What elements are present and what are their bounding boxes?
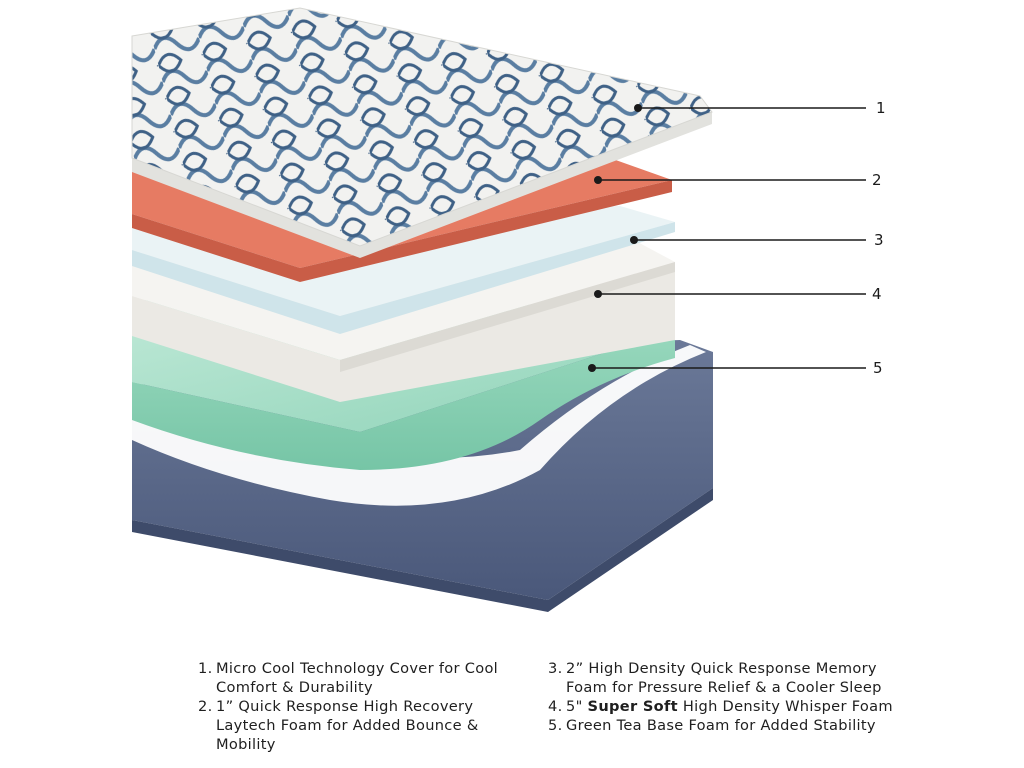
legend-left-column: 1. Micro Cool Technology Cover for Cool …	[198, 659, 528, 754]
callout-number-1: 1	[876, 99, 886, 117]
callout-number-5: 5	[873, 359, 883, 377]
legend-item-3: 3. 2” High Density Quick Response Memory…	[548, 659, 908, 697]
legend-number: 4.	[548, 698, 563, 715]
legend-text: 2” High Density Quick Response Memory Fo…	[566, 660, 882, 696]
cover-layer	[131, 7, 713, 258]
legend-item-1: 1. Micro Cool Technology Cover for Cool …	[198, 659, 528, 697]
legend-text: Micro Cool Technology Cover for Cool Com…	[216, 660, 499, 696]
legend-number: 5.	[548, 717, 563, 734]
callout-number-3: 3	[874, 231, 884, 249]
legend-item-2: 2. 1” Quick Response High Recovery Layte…	[198, 697, 528, 754]
callout-dots	[588, 104, 642, 372]
callout-number-2: 2	[872, 171, 882, 189]
legend-item-4: 4. 5" Super Soft High Density Whisper Fo…	[548, 697, 908, 716]
legend-item-5: 5. Green Tea Base Foam for Added Stabili…	[548, 716, 908, 735]
mattress-layers-illustration	[131, 7, 866, 612]
legend-number: 2.	[198, 698, 213, 715]
callout-lines	[592, 107, 866, 369]
legend-number: 3.	[548, 660, 563, 677]
callout-number-4: 4	[872, 285, 882, 303]
legend-number: 1.	[198, 660, 213, 677]
legend-right-column: 3. 2” High Density Quick Response Memory…	[548, 659, 908, 735]
legend-text: 5" Super Soft High Density Whisper Foam	[566, 698, 893, 715]
legend-text: 1” Quick Response High Recovery Laytech …	[216, 698, 479, 753]
legend-text: Green Tea Base Foam for Added Stability	[566, 717, 876, 734]
